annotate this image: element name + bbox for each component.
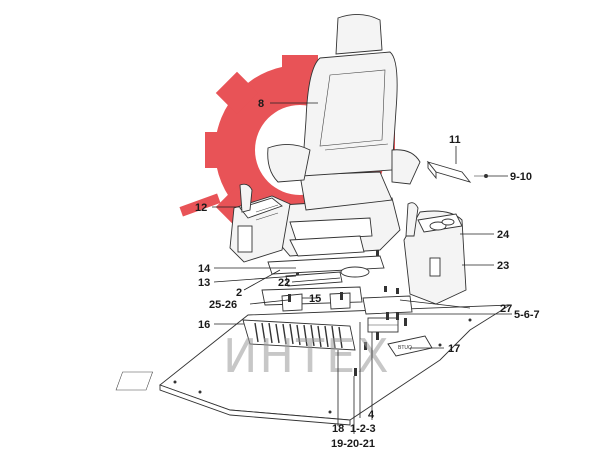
callout-16: 16 (198, 319, 210, 331)
callout-18: 18 (332, 423, 344, 435)
callout-9-10: 9-10 (510, 171, 532, 183)
callout-14: 14 (198, 263, 211, 275)
callout-11: 11 (449, 134, 461, 146)
callout-5-6-7: 5-6-7 (514, 309, 540, 321)
callout-17: 17 (448, 343, 460, 355)
callout-4: 4 (368, 409, 375, 421)
callout-2: 2 (236, 287, 242, 299)
intex-watermark-text: ИНТЕХ (223, 329, 391, 383)
callout-19-20-21: 19-20-21 (331, 438, 375, 450)
callout-27: 27 (500, 303, 512, 315)
callout-labels: 8 11 9-10 12 24 23 14 13 2 22 25-26 15 2… (195, 98, 540, 450)
callout-22: 22 (278, 277, 290, 289)
angle-bracket (426, 160, 488, 183)
callout-8: 8 (258, 98, 264, 110)
callout-13: 13 (198, 277, 210, 289)
ribbed-pedal-plate (242, 319, 356, 351)
seat-backrest (267, 14, 421, 185)
left-joystick-console (229, 183, 291, 263)
callout-15: 15 (309, 293, 321, 305)
leader-lines (212, 102, 512, 434)
callout-1-2-3: 1-2-3 (350, 423, 376, 435)
callout-24: 24 (497, 229, 510, 241)
slide-rails (267, 255, 385, 287)
callout-12: 12 (195, 202, 207, 214)
callout-23: 23 (497, 260, 509, 272)
right-joystick-console (403, 202, 467, 305)
adjuster-plate (362, 295, 413, 333)
svg-text:BTUQ: BTUQ (398, 345, 412, 351)
callout-25-26: 25-26 (209, 299, 237, 311)
seat-cushion (271, 171, 401, 257)
